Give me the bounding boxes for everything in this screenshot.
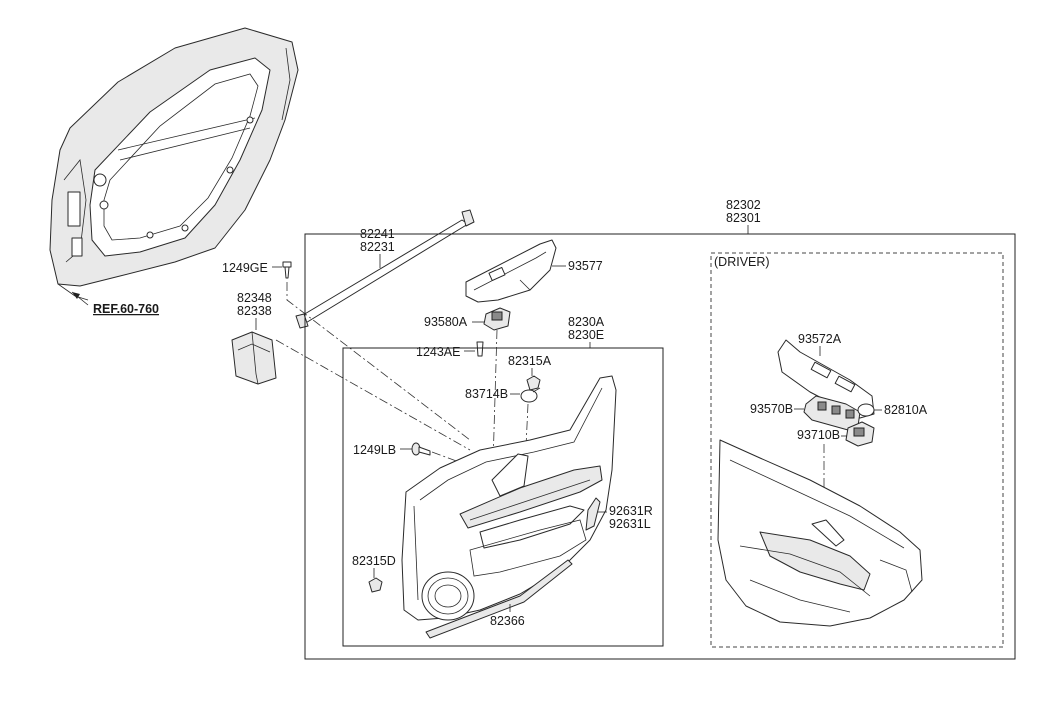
label-92631R[interactable]: 92631R [609,504,653,518]
screw-1249GE [282,261,292,279]
clip-82315A [526,375,541,391]
label-82366[interactable]: 82366 [490,614,525,628]
panel-box [342,347,664,647]
label-8230A[interactable]: 8230A [568,315,605,329]
label-93710B[interactable]: 93710B [797,428,840,442]
dash-1249LB [431,451,471,467]
bracket-82348 [231,331,277,385]
ref-arrowhead [72,292,80,299]
driver-bezel-93572A [777,339,875,419]
switch-bezel-93577 [465,239,557,303]
label-93572A[interactable]: 93572A [798,332,842,346]
label-93580A[interactable]: 93580A [424,315,468,329]
driver-switch-93710B [845,421,875,447]
ring-82810A [857,403,875,417]
label-82315A[interactable]: 82315A [508,354,552,368]
label-82348[interactable]: 82348 [237,291,272,305]
courtesy-lamp-92631 [585,497,601,531]
label-82231[interactable]: 82231 [360,240,395,254]
screw-1243AE [476,341,484,357]
label-82315D[interactable]: 82315D [352,554,396,568]
switch-93580A [483,307,511,331]
label-82301[interactable]: 82301 [726,211,761,225]
label-93577[interactable]: 93577 [568,259,603,273]
label-1249LB[interactable]: 1249LB [353,443,396,457]
assembly-box [304,233,1016,660]
driver-door-panel [717,439,923,627]
label-1249GE[interactable]: 1249GE [222,261,268,275]
door-trim-panel [401,375,617,639]
ref-label[interactable]: REF.60-760 [93,302,159,316]
label-92631L[interactable]: 92631L [609,517,651,531]
dash-82348 [275,339,471,451]
label-82810A[interactable]: 82810A [884,403,928,417]
label-82302[interactable]: 82302 [726,198,761,212]
label-82338[interactable]: 82338 [237,304,272,318]
driver-section-label: (DRIVER) [714,255,770,269]
label-8230E[interactable]: 8230E [568,328,604,342]
screw-1249LB [411,442,431,456]
cap-83714B [520,387,541,403]
label-1243AE[interactable]: 1243AE [416,345,460,359]
label-93570B[interactable]: 93570B [750,402,793,416]
clip-82315D [368,577,383,593]
dash-1249GE [286,282,471,441]
door-frame-illustration [49,27,299,301]
label-83714B[interactable]: 83714B [465,387,508,401]
